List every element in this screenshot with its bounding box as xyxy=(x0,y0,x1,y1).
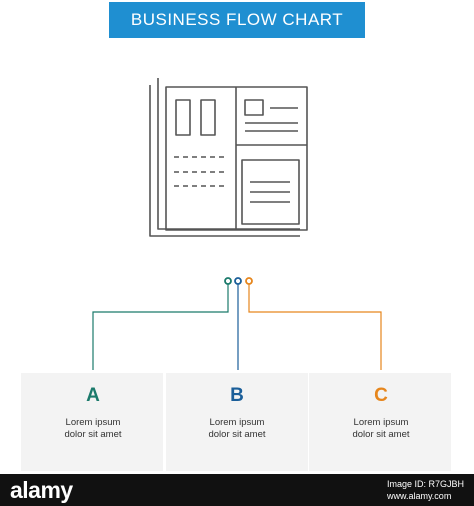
step-text-line1: Lorem ipsum xyxy=(353,417,409,428)
step-panel-a xyxy=(21,373,163,471)
step-text-line2: dolor sit amet xyxy=(352,429,410,440)
step-text-line2: dolor sit amet xyxy=(208,429,266,440)
footer-bar: alamy Image ID: R7GJBH www.alamy.com xyxy=(0,474,474,506)
connector-line-c xyxy=(248,284,382,370)
flowchart-graphic xyxy=(92,78,382,370)
step-text-b: Lorem ipsum dolor sit amet xyxy=(166,417,308,441)
site-link[interactable]: www.alamy.com xyxy=(386,491,452,501)
step-text-line1: Lorem ipsum xyxy=(209,417,265,428)
step-panel-c xyxy=(309,373,451,471)
image-id-label: Image ID: R7GJBH xyxy=(386,479,464,489)
step-letter-c: C xyxy=(374,385,388,406)
connector-line-a xyxy=(92,284,229,370)
step-letter-b: B xyxy=(230,385,244,406)
connector-dot-c xyxy=(245,277,253,285)
title-banner: BUSINESS FLOW CHART xyxy=(109,2,365,38)
connector-dot-a xyxy=(224,277,232,285)
step-text-line2: dolor sit amet xyxy=(64,429,122,440)
step-panel-b xyxy=(166,373,308,471)
wireframe-layout-icon xyxy=(149,78,308,237)
step-text-line1: Lorem ipsum xyxy=(65,417,121,428)
footer-info: Image ID: R7GJBH www.alamy.com xyxy=(387,478,464,502)
step-letter-a: A xyxy=(86,385,100,406)
step-text-c: Lorem ipsum dolor sit amet xyxy=(310,417,452,441)
chart-title: BUSINESS FLOW CHART xyxy=(130,10,344,29)
alamy-logo: alamy xyxy=(10,477,73,503)
step-text-a: Lorem ipsum dolor sit amet xyxy=(22,417,164,441)
connector-dot-b xyxy=(234,277,242,285)
